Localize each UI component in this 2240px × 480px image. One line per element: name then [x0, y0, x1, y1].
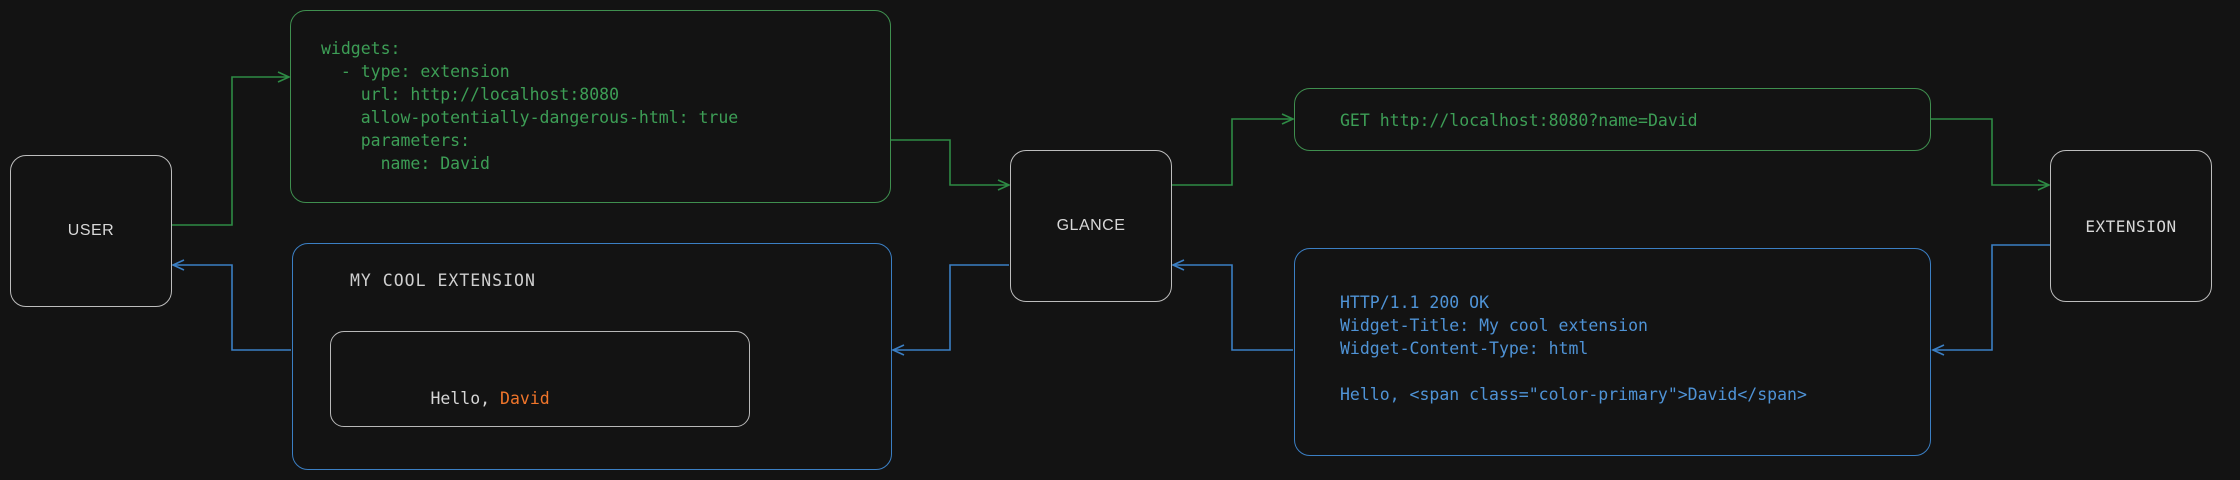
wire-extension-to-response — [1931, 244, 2051, 356]
panel-http-request: GET http://localhost:8080?name=David — [1294, 88, 1931, 151]
http-response-text: HTTP/1.1 200 OK Widget-Title: My cool ex… — [1340, 293, 1807, 404]
widget-title: MY COOL EXTENSION — [350, 271, 536, 290]
panel-yaml-config: widgets: - type: extension url: http://l… — [290, 10, 891, 203]
wire-user-to-config — [171, 71, 291, 226]
node-user[interactable]: USER — [10, 155, 172, 307]
return-path-group — [171, 244, 2051, 356]
node-extension[interactable]: EXTENSION — [2050, 150, 2212, 302]
node-extension-label: EXTENSION — [2085, 216, 2177, 236]
widget-greeting-prefix: Hello, — [430, 389, 501, 408]
wire-glance-to-widget — [891, 264, 1009, 356]
node-glance[interactable]: GLANCE — [1010, 150, 1172, 302]
forward-path-group — [171, 71, 2051, 226]
widget-greeting: Hello, David — [351, 370, 550, 427]
widget-content-card: Hello, David — [330, 331, 750, 427]
wire-response-to-glance — [1171, 259, 1293, 351]
widget-greeting-name: David — [500, 389, 550, 408]
panel-http-response: HTTP/1.1 200 OK Widget-Title: My cool ex… — [1294, 248, 1931, 456]
wire-glance-to-request — [1171, 113, 1295, 186]
wire-request-to-extension — [1931, 118, 2051, 191]
wire-widget-to-user — [171, 259, 291, 351]
panel-rendered-widget: MY COOL EXTENSION Hello, David — [292, 243, 892, 470]
yaml-config-text: widgets: - type: extension url: http://l… — [321, 39, 739, 173]
wire-config-to-glance — [891, 139, 1011, 191]
http-request-text: GET http://localhost:8080?name=David — [1340, 111, 1698, 130]
node-glance-label: GLANCE — [1056, 217, 1126, 234]
node-user-label: USER — [67, 222, 115, 239]
